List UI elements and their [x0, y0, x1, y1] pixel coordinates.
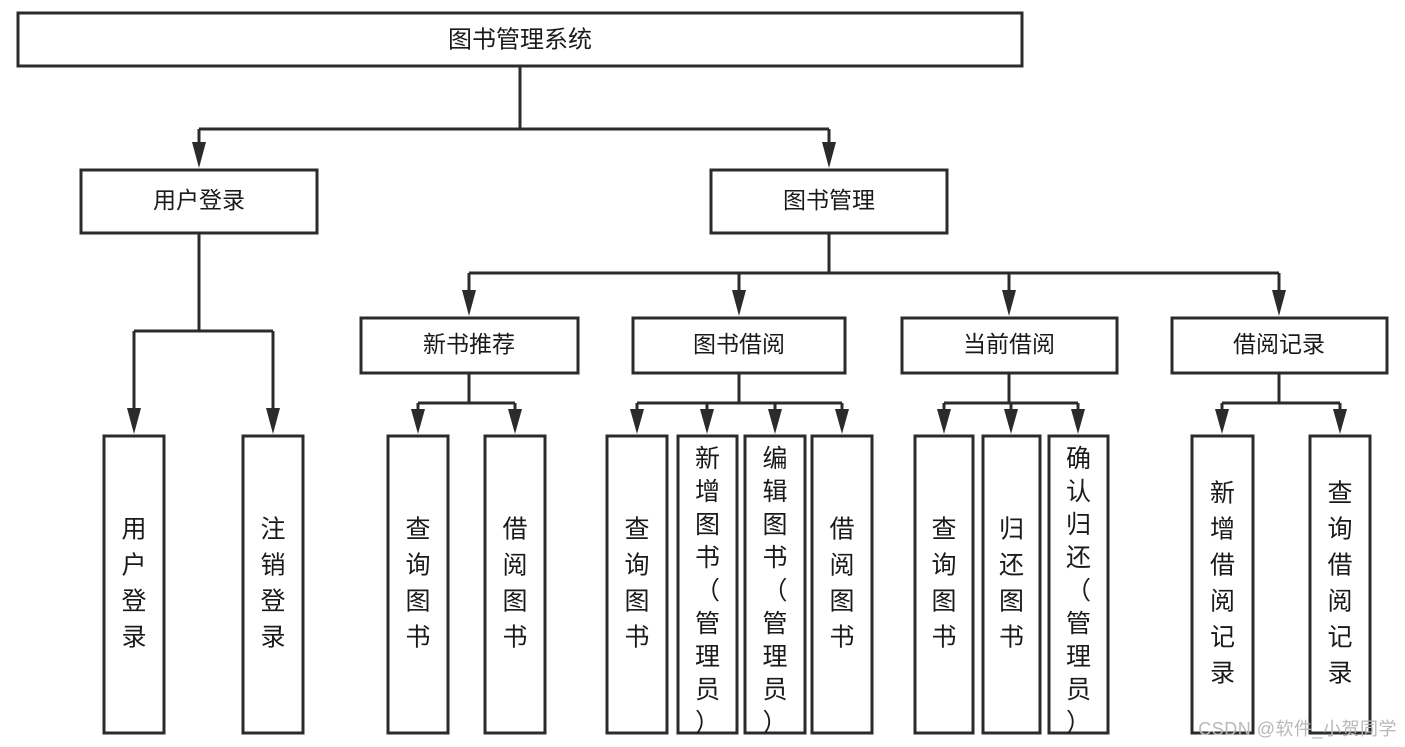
arrow-new-book-recommend-icon: [462, 290, 476, 316]
leaf-node-box[interactable]: [241, 434, 305, 735]
leaf-node[interactable]: 查询图书: [605, 434, 669, 735]
node-user-login[interactable]: 用户登录: [79, 168, 319, 235]
arrow-root-to-book-management-icon: [822, 142, 836, 168]
node-book-borrow-box[interactable]: [631, 316, 847, 375]
leaf-node[interactable]: 归还图书: [981, 434, 1042, 735]
leaf-node[interactable]: 查询借阅记录: [1308, 434, 1372, 735]
leaf-node-box[interactable]: [1047, 434, 1110, 735]
leaf-node-label: 查询图书: [931, 515, 956, 651]
node-book-borrow[interactable]: 图书借阅: [631, 316, 847, 375]
node-borrow-record[interactable]: 借阅记录: [1170, 316, 1389, 375]
node-current-borrow-label: 当前借阅: [963, 331, 1055, 357]
leaf-node-box[interactable]: [386, 434, 450, 735]
node-borrow-record-label: 借阅记录: [1233, 331, 1325, 357]
leaf-node-label: 注销登录: [260, 515, 285, 651]
leaf-node[interactable]: 查询图书: [913, 434, 975, 735]
arrow-leaf-add-book-icon: [700, 409, 714, 434]
arrow-current-borrow-icon: [1002, 290, 1016, 316]
leaf-node[interactable]: 查询图书: [386, 434, 450, 735]
leaf-node-label: 查询图书: [405, 515, 430, 651]
leaf-node-label: 归还图书: [999, 515, 1024, 651]
node-new-book-recommend[interactable]: 新书推荐: [359, 316, 580, 375]
leaf-node-label: 新增图书（管理员）: [695, 445, 720, 737]
node-user-login-label: 用户登录: [153, 187, 245, 213]
arrow-leaf-edit-book-icon: [768, 409, 782, 434]
node-root-box[interactable]: [16, 11, 1024, 68]
leaf-node-box[interactable]: [1190, 434, 1255, 735]
leaf-node-label: 新增借阅记录: [1210, 479, 1235, 687]
leaf-node-label: 用户登录: [121, 515, 146, 651]
arrow-leaf-confirm-return-icon: [1071, 409, 1085, 434]
node-current-borrow-box[interactable]: [900, 316, 1119, 375]
leaf-node-label: 查询借阅记录: [1327, 479, 1352, 687]
leaf-node-box[interactable]: [1308, 434, 1372, 735]
arrow-root-to-user-login-icon: [192, 142, 206, 168]
leaf-node-box[interactable]: [810, 434, 874, 735]
leaf-node[interactable]: 确认归还（管理员）: [1047, 434, 1110, 737]
arrow-leaf-query-book-3-icon: [937, 409, 951, 434]
leaf-node-box[interactable]: [102, 434, 166, 735]
leaf-node-label: 借阅图书: [502, 515, 527, 651]
node-new-book-recommend-box[interactable]: [359, 316, 580, 375]
csdn-watermark: CSDN @软件_小贺同学: [1198, 719, 1397, 739]
arrow-borrow-record-icon: [1272, 290, 1286, 316]
leaf-node[interactable]: 用户登录: [102, 434, 166, 735]
leaf-node-label: 编辑图书（管理员）: [762, 445, 787, 737]
arrow-book-borrow-icon: [732, 290, 746, 316]
leaf-node[interactable]: 编辑图书（管理员）: [743, 434, 807, 737]
leaf-node-box[interactable]: [981, 434, 1042, 735]
node-borrow-record-box[interactable]: [1170, 316, 1389, 375]
node-new-book-recommend-label: 新书推荐: [423, 331, 515, 357]
leaf-node-label: 查询图书: [624, 515, 649, 651]
leaf-node-box[interactable]: [605, 434, 669, 735]
node-user-login-box[interactable]: [79, 168, 319, 235]
arrow-leaf-query-record-icon: [1333, 409, 1347, 434]
arrow-leaf-logout-icon: [266, 408, 280, 434]
node-root[interactable]: 图书管理系统: [16, 11, 1024, 68]
arrow-leaf-add-record-icon: [1215, 409, 1229, 434]
arrow-leaf-borrow-book-2-icon: [835, 409, 849, 434]
node-book-management-box[interactable]: [709, 168, 949, 235]
leaf-node[interactable]: 借阅图书: [810, 434, 874, 735]
arrow-leaf-return-book-icon: [1004, 409, 1018, 434]
arrow-leaf-user-login-icon: [127, 408, 141, 434]
leaf-node-box[interactable]: [913, 434, 975, 735]
leaf-node-label: 借阅图书: [829, 515, 854, 651]
leaf-node[interactable]: 注销登录: [241, 434, 305, 735]
node-book-management[interactable]: 图书管理: [709, 168, 949, 235]
leaf-node[interactable]: 借阅图书: [483, 434, 547, 735]
leaf-node-box[interactable]: [676, 434, 739, 735]
leaf-node-box[interactable]: [743, 434, 807, 735]
arrow-leaf-query-book-1-icon: [411, 409, 425, 434]
arrow-leaf-borrow-book-1-icon: [508, 409, 522, 434]
leaf-node-label: 确认归还（管理员）: [1066, 445, 1091, 737]
leaf-node-layer: 用户登录 注销登录 查询图书 借阅图书 查询图书 新增图书（管理员） 编辑图书（管理员） 借阅…: [102, 434, 1372, 737]
leaf-node[interactable]: 新增图书（管理员）: [676, 434, 739, 737]
node-book-management-label: 图书管理: [783, 187, 875, 213]
leaf-node[interactable]: 新增借阅记录: [1190, 434, 1255, 735]
node-book-borrow-label: 图书借阅: [693, 331, 785, 357]
node-root-label: 图书管理系统: [448, 26, 592, 53]
node-current-borrow[interactable]: 当前借阅: [900, 316, 1119, 375]
connector-layer: [127, 66, 1347, 434]
arrow-leaf-query-book-2-icon: [630, 409, 644, 434]
leaf-node-box[interactable]: [483, 434, 547, 735]
